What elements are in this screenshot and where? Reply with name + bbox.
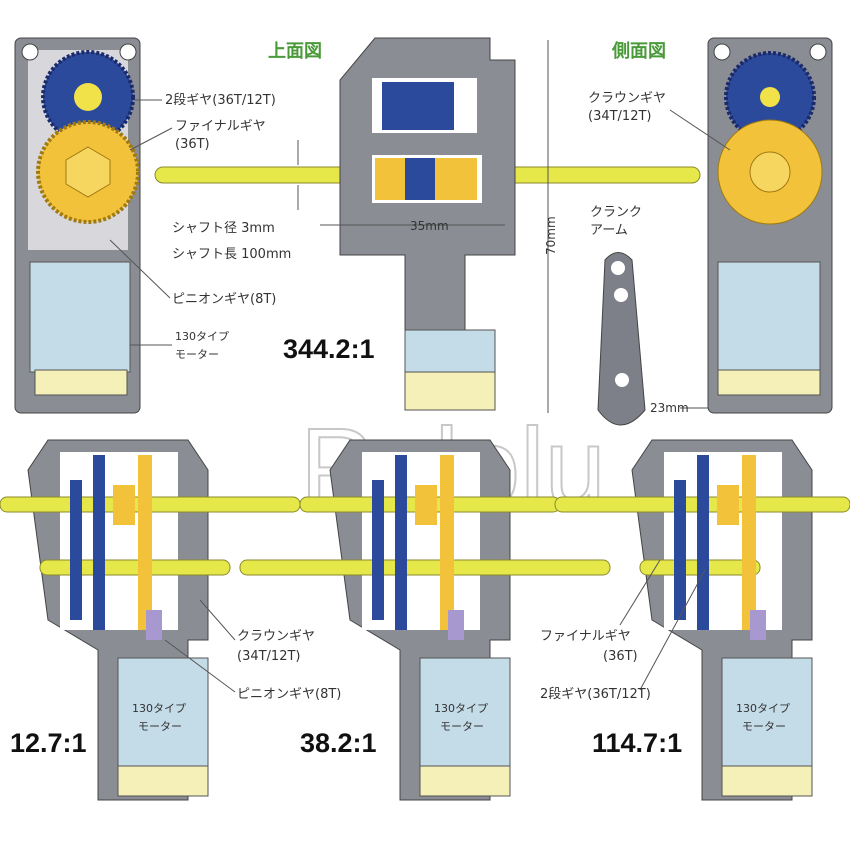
label-crank-line2: アーム: [590, 223, 628, 238]
dimension-height: 70mm: [544, 216, 558, 255]
top-view-heading: 上面図: [268, 41, 322, 62]
motor-end-cap: [117, 765, 209, 797]
label-shaft-length: シャフト長 100mm: [172, 247, 291, 262]
crown-gear: [113, 485, 135, 525]
motor-end-cap: [419, 765, 511, 797]
label-crown-gear-bottom: クラウンギヤ: [237, 629, 315, 644]
gear-hub: [760, 87, 780, 107]
side-view-left: [14, 37, 141, 414]
motor: [721, 657, 813, 769]
side-view-right: [707, 37, 833, 414]
motor-end-cap: [717, 369, 821, 396]
label-two-stage-gear-bottom: 2段ギヤ(36T/12T): [540, 687, 651, 702]
label-final-gear: ファイナルギヤ: [175, 119, 266, 134]
yellow-gear: [742, 455, 756, 630]
label-final-gear-teeth: (36T): [175, 137, 210, 152]
gear-hub: [74, 83, 102, 111]
label-crank-line1: クランク: [590, 205, 642, 220]
side-view-heading: 側面図: [611, 40, 666, 62]
label-shaft-diameter: シャフト径 3mm: [172, 221, 275, 236]
shaft: [39, 559, 231, 576]
blue-gear: [70, 480, 82, 620]
blue-gear: [697, 455, 709, 630]
motor-label-line1: 130タイプ: [434, 702, 488, 715]
screw-hole: [809, 43, 827, 61]
dimension-depth: 23mm: [650, 401, 689, 415]
motor: [419, 657, 511, 769]
label-crown-gear-teeth: (34T/12T): [588, 109, 652, 124]
yellow-gear: [440, 455, 454, 630]
crown-gear: [717, 485, 739, 525]
screw-hole: [713, 43, 731, 61]
gear-hub: [749, 151, 791, 193]
label-pinion-gear-bottom: ピニオンギヤ(8T): [237, 687, 341, 702]
crank-arm: [597, 252, 646, 426]
label-final-gear-bottom: ファイナルギヤ: [540, 629, 631, 644]
yellow-gear: [138, 455, 152, 630]
label-pinion-gear: ピニオンギヤ(8T): [172, 292, 276, 307]
motor-end-cap: [34, 369, 128, 396]
ratio-b: 38.2:1: [300, 728, 377, 758]
motor-label-line2: モーター: [440, 720, 484, 733]
pinion-gear: [146, 610, 162, 640]
motor-end-cap: [721, 765, 813, 797]
crown-gear-teeth: [435, 158, 477, 200]
motor-label-line1: 130タイプ: [132, 702, 186, 715]
crown-gear: [405, 158, 435, 200]
motor: [29, 261, 131, 373]
top-view: [339, 37, 516, 411]
ratio-c: 114.7:1: [592, 728, 682, 758]
hex-hub: [65, 146, 111, 198]
ratio-a: 12.7:1: [10, 728, 87, 758]
label-final-gear-teeth-bottom: (36T): [603, 649, 638, 664]
shaft: [239, 559, 611, 576]
motor: [404, 329, 496, 376]
motor-end-cap: [404, 371, 496, 411]
label-crown-gear: クラウンギヤ: [588, 91, 666, 106]
motor-label-line2: モーター: [138, 720, 182, 733]
blue-gear: [674, 480, 686, 620]
blue-gear: [372, 480, 384, 620]
final-gear: [375, 158, 405, 200]
label-motor-line1: 130タイプ: [175, 330, 229, 343]
screw-hole: [119, 43, 137, 61]
leader-lines: [109, 99, 731, 693]
label-crown-gear-teeth-bottom: (34T/12T): [237, 649, 301, 664]
motor-label-line2: モーター: [742, 720, 786, 733]
pinion-gear: [750, 610, 766, 640]
label-two-stage-gear: 2段ギヤ(36T/12T): [165, 93, 276, 108]
dimension-width: 35mm: [410, 219, 449, 233]
blue-gear: [395, 455, 407, 630]
ratio-main: 344.2:1: [283, 334, 375, 364]
blue-gear: [93, 455, 105, 630]
motor: [717, 261, 821, 373]
crown-gear: [415, 485, 437, 525]
pinion-gear: [448, 610, 464, 640]
screw-hole: [21, 43, 39, 61]
two-stage-gear: [382, 82, 454, 130]
motor-label-line1: 130タイプ: [736, 702, 790, 715]
label-motor-line2: モーター: [175, 348, 219, 361]
